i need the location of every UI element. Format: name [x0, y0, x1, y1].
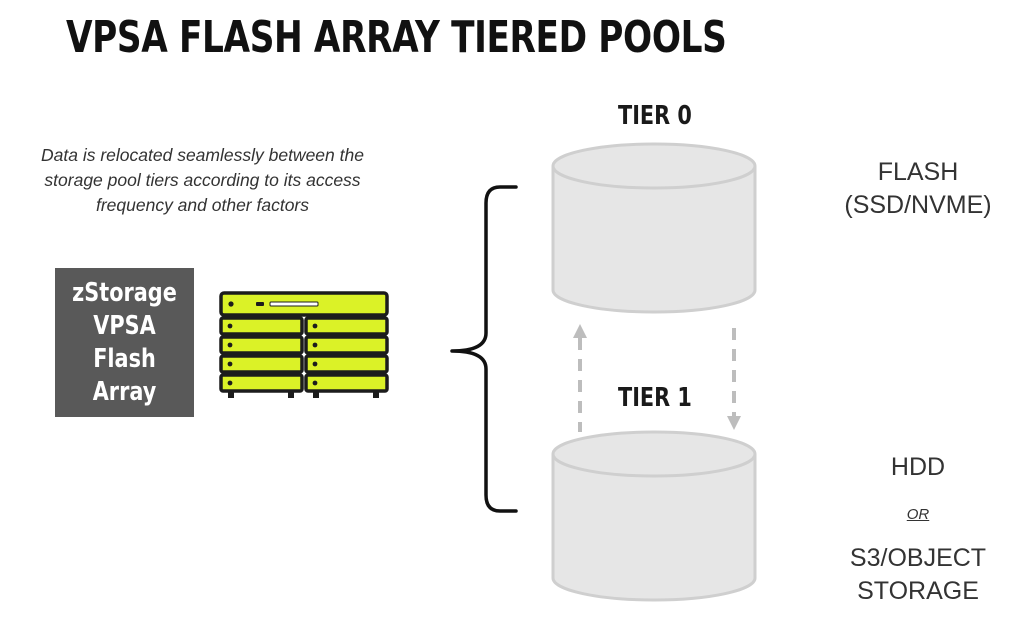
down-arrow-icon — [727, 328, 741, 430]
description-text: Data is relocated seamlessly between the… — [41, 145, 364, 215]
server-rack-icon — [219, 291, 389, 398]
tier-1-media-label: HDD — [890, 453, 946, 481]
up-arrow-icon — [573, 324, 587, 432]
tier-1-cylinder-icon — [551, 430, 757, 602]
tier-0-cylinder-icon — [551, 142, 757, 314]
tier-1-label: TIER 1 — [618, 383, 692, 413]
tier-0-label: TIER 0 — [618, 101, 692, 131]
product-box: zStorage VPSA Flash Array — [55, 268, 194, 417]
or-label: OR — [906, 506, 930, 523]
page-title: VPSA FLASH ARRAY TIERED POOLS — [66, 12, 727, 63]
brace-icon — [450, 185, 518, 513]
product-label: zStorage VPSA Flash Array — [72, 277, 177, 407]
tier-0-media-label: FLASH (SSD/NVME) — [844, 158, 992, 219]
tier-1-alt-media-label: S3/OBJECT STORAGE — [849, 544, 987, 605]
